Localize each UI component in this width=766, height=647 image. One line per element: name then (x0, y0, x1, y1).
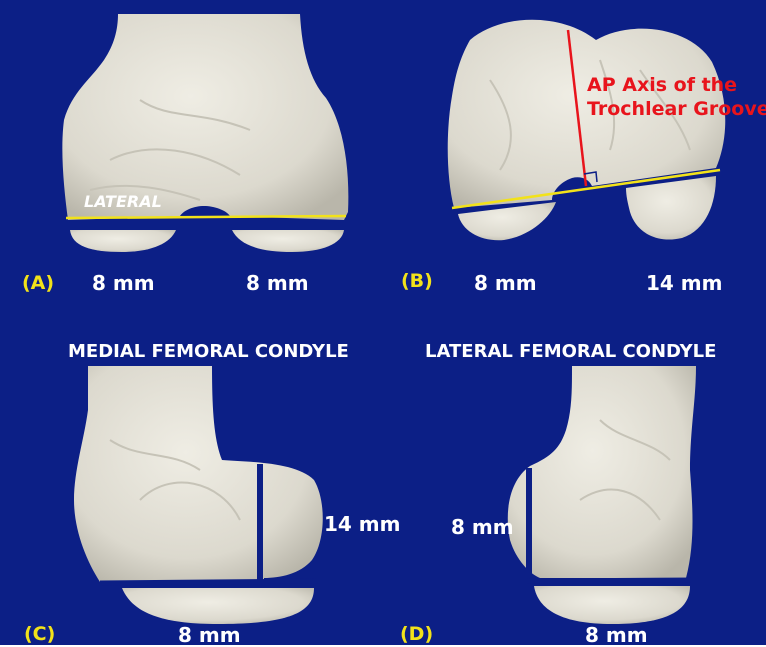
panel-a-lateral-tag: LATERAL (84, 194, 162, 210)
panel-b-right-measure: 14 mm (646, 273, 722, 293)
panel-c-femur (74, 366, 323, 624)
panel-d-letter: (D) (400, 625, 433, 644)
panel-c-letter: (C) (24, 625, 55, 644)
panel-a-condyle-left (70, 230, 176, 252)
panel-b-letter: (B) (401, 272, 433, 291)
panel-b-left-measure: 8 mm (474, 273, 537, 293)
panel-a-letter: (A) (22, 274, 54, 293)
panel-c-horizontal-cut (100, 581, 318, 583)
panel-d-bottom-measure: 8 mm (585, 625, 648, 645)
panel-a-right-measure: 8 mm (246, 273, 309, 293)
panel-d-side-measure: 8 mm (451, 517, 514, 537)
panel-a-condyle-right (232, 230, 344, 252)
panel-d-femur (508, 366, 696, 624)
panel-d-condyle-base (534, 586, 690, 624)
panel-c-femur-body (74, 366, 323, 582)
panel-a-left-measure: 8 mm (92, 273, 155, 293)
panel-c-bottom-measure: 8 mm (178, 625, 241, 645)
panel-b-femur (448, 20, 726, 241)
panel-a-femur (62, 14, 348, 252)
panel-b-condyle-left (458, 202, 556, 240)
panel-c-side-measure: 14 mm (324, 514, 400, 534)
panel-d-title: LATERAL FEMORAL CONDYLE (425, 343, 716, 361)
panel-b-axis-label-line1: AP Axis of the (587, 74, 737, 96)
panel-c-condyle-base (122, 588, 314, 624)
panel-b-axis-label-line2: Trochlear Groove (587, 98, 766, 120)
panel-c-title: MEDIAL FEMORAL CONDYLE (68, 343, 349, 361)
panel-d-horizontal-cut (526, 580, 694, 581)
panel-d-femur-body (508, 366, 696, 578)
panel-b-condyle-right (626, 176, 716, 240)
